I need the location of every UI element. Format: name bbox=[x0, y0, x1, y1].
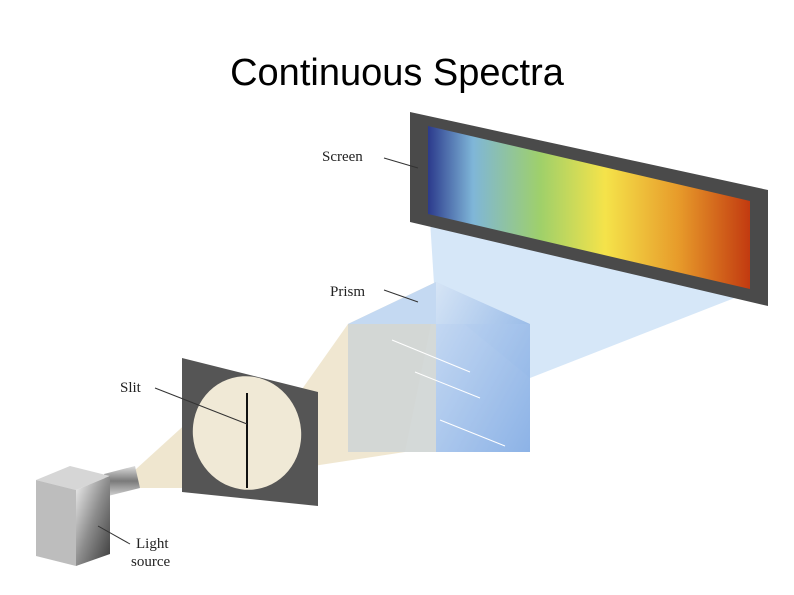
slit-label: Slit bbox=[120, 380, 142, 396]
light-source-label-line2: source bbox=[131, 554, 170, 570]
prism-leader bbox=[383, 289, 419, 303]
spectrum-band bbox=[428, 126, 750, 289]
light-source-leader bbox=[97, 525, 131, 545]
slit-plate bbox=[182, 358, 318, 506]
light-source-label-line1: Light bbox=[136, 536, 169, 552]
light-beam-to-slit bbox=[135, 420, 190, 488]
prism-label: Prism bbox=[330, 284, 365, 300]
screen-leader bbox=[383, 157, 419, 169]
screen-label: Screen bbox=[322, 149, 363, 165]
screen bbox=[410, 112, 768, 306]
slide-title: Continuous Spectra bbox=[230, 52, 564, 94]
prism bbox=[348, 282, 530, 452]
light-source bbox=[36, 466, 140, 566]
slit-leader bbox=[154, 387, 248, 425]
